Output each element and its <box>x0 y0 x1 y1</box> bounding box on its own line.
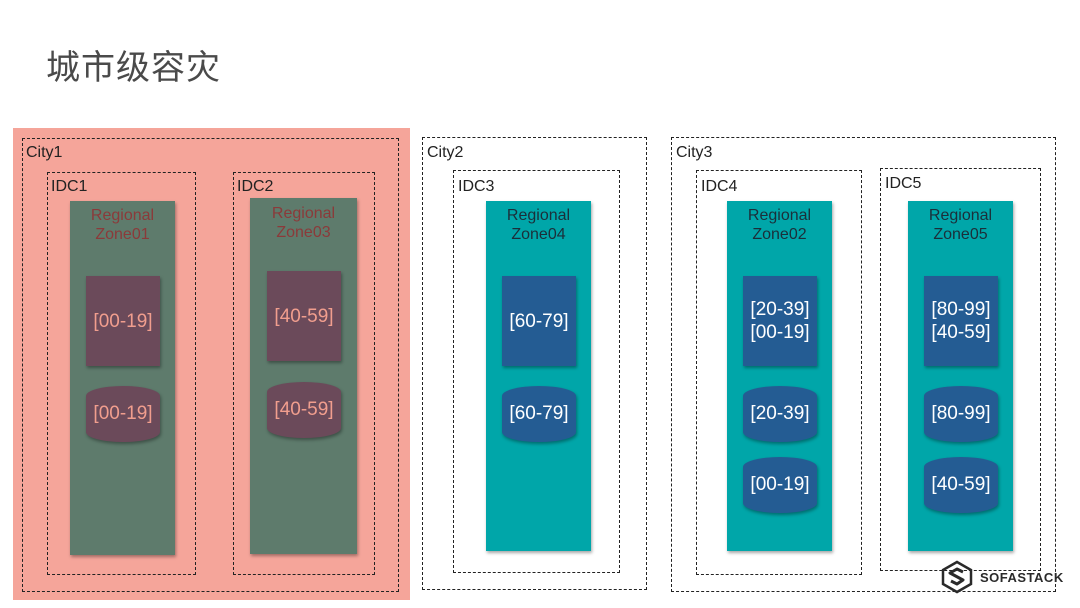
shard-range: [40-59] <box>931 322 991 343</box>
city-box-city2 <box>422 137 647 590</box>
idc-box-idc1 <box>47 172 196 575</box>
database-cylinder: [80-99] <box>924 386 998 442</box>
shard-range: [00-19] <box>750 322 810 343</box>
zone-name-line1: Regional <box>506 207 571 224</box>
database-cylinder: [20-39] <box>743 386 817 442</box>
shard-block: [40-59] <box>267 271 341 361</box>
city-box-city1 <box>22 138 399 592</box>
db-range: [60-79] <box>509 403 569 424</box>
zone-name-line2: Zone01 <box>95 226 150 243</box>
shard-range: [80-99] <box>931 299 991 320</box>
zone-name-line1: Regional <box>90 207 155 224</box>
shard-block: [00-19] <box>86 276 160 366</box>
shard-range: [00-19] <box>93 310 153 332</box>
db-range: [40-59] <box>931 474 991 495</box>
idc-box-idc3 <box>453 170 620 573</box>
zone-name-line1: Regional <box>271 205 336 222</box>
regional-zone01: Regional Zone01 <box>70 201 175 555</box>
database-cylinder: [40-59] <box>267 382 341 438</box>
zone-name-line2: Zone03 <box>276 224 331 241</box>
database-cylinder: [00-19] <box>743 457 817 513</box>
shard-block: [80-99] [40-59] <box>924 276 998 366</box>
shard-range: [20-39] <box>750 299 810 320</box>
idc-label: IDC2 <box>237 178 274 195</box>
regional-zone04: Regional Zone04 <box>486 201 591 551</box>
db-range: [80-99] <box>931 403 991 424</box>
database-cylinder: [60-79] <box>502 386 576 442</box>
zone-name-line2: Zone05 <box>933 226 988 243</box>
idc-label: IDC4 <box>701 178 738 195</box>
page-title: 城市级容灾 <box>46 48 221 88</box>
logo-text: SOFASTACK <box>980 569 1064 585</box>
idc-label: IDC3 <box>458 178 495 195</box>
shard-block: [60-79] <box>502 276 576 366</box>
shard-range: [40-59] <box>274 305 334 327</box>
database-cylinder: [00-19] <box>86 386 160 442</box>
db-range: [00-19] <box>750 474 810 495</box>
idc-label: IDC1 <box>51 178 88 195</box>
idc-label: IDC5 <box>885 175 922 192</box>
zone-name-line2: Zone04 <box>511 226 566 243</box>
shard-range: [60-79] <box>509 310 569 332</box>
db-range: [20-39] <box>750 403 810 424</box>
sofastack-logo: SOFASTACK <box>940 560 1064 594</box>
idc-box-idc2 <box>233 172 375 575</box>
zone-name-line1: Regional <box>747 207 812 224</box>
shard-block: [20-39] [00-19] <box>743 276 817 366</box>
db-range: [40-59] <box>274 399 334 420</box>
city-box-city3 <box>671 137 1056 592</box>
database-cylinder: [40-59] <box>924 457 998 513</box>
city-label: City3 <box>676 144 713 161</box>
regional-zone03: Regional Zone03 <box>250 198 357 554</box>
idc-box-idc4 <box>696 170 862 575</box>
sofastack-logo-icon <box>941 560 973 594</box>
city-label: City2 <box>427 144 464 161</box>
zone-name-line1: Regional <box>928 207 993 224</box>
db-range: [00-19] <box>93 403 153 424</box>
city-label: City1 <box>26 144 63 161</box>
zone-name-line2: Zone02 <box>752 226 807 243</box>
